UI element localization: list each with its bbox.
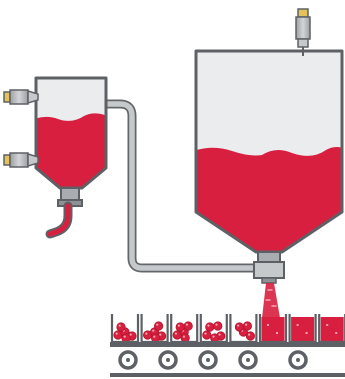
container xyxy=(288,314,317,344)
conveyor-wheel xyxy=(158,350,178,370)
transfer-pipe xyxy=(106,99,258,273)
container xyxy=(140,314,169,344)
small-tank-outlet xyxy=(60,187,80,201)
conveyor-wheel xyxy=(198,350,218,370)
conveyor-wheel xyxy=(288,350,308,370)
level-sensor-icon xyxy=(3,152,39,168)
container xyxy=(170,314,199,344)
silo xyxy=(194,49,344,284)
level-sensor-icon xyxy=(295,8,311,56)
small-tank xyxy=(34,76,108,239)
container xyxy=(110,314,140,344)
filling-stream xyxy=(262,283,280,318)
container xyxy=(318,314,345,344)
container xyxy=(258,314,288,344)
container xyxy=(229,314,258,344)
silo-liquid xyxy=(196,147,342,252)
silo-outlet-valve xyxy=(257,251,281,263)
container xyxy=(199,314,228,344)
conveyor-wheel xyxy=(118,350,138,370)
conveyor-belt-icon xyxy=(110,342,345,377)
container-row xyxy=(110,314,345,344)
conveyor-wheels xyxy=(118,350,308,370)
level-sensor-icon xyxy=(3,89,39,105)
conveyor-wheel xyxy=(238,350,258,370)
